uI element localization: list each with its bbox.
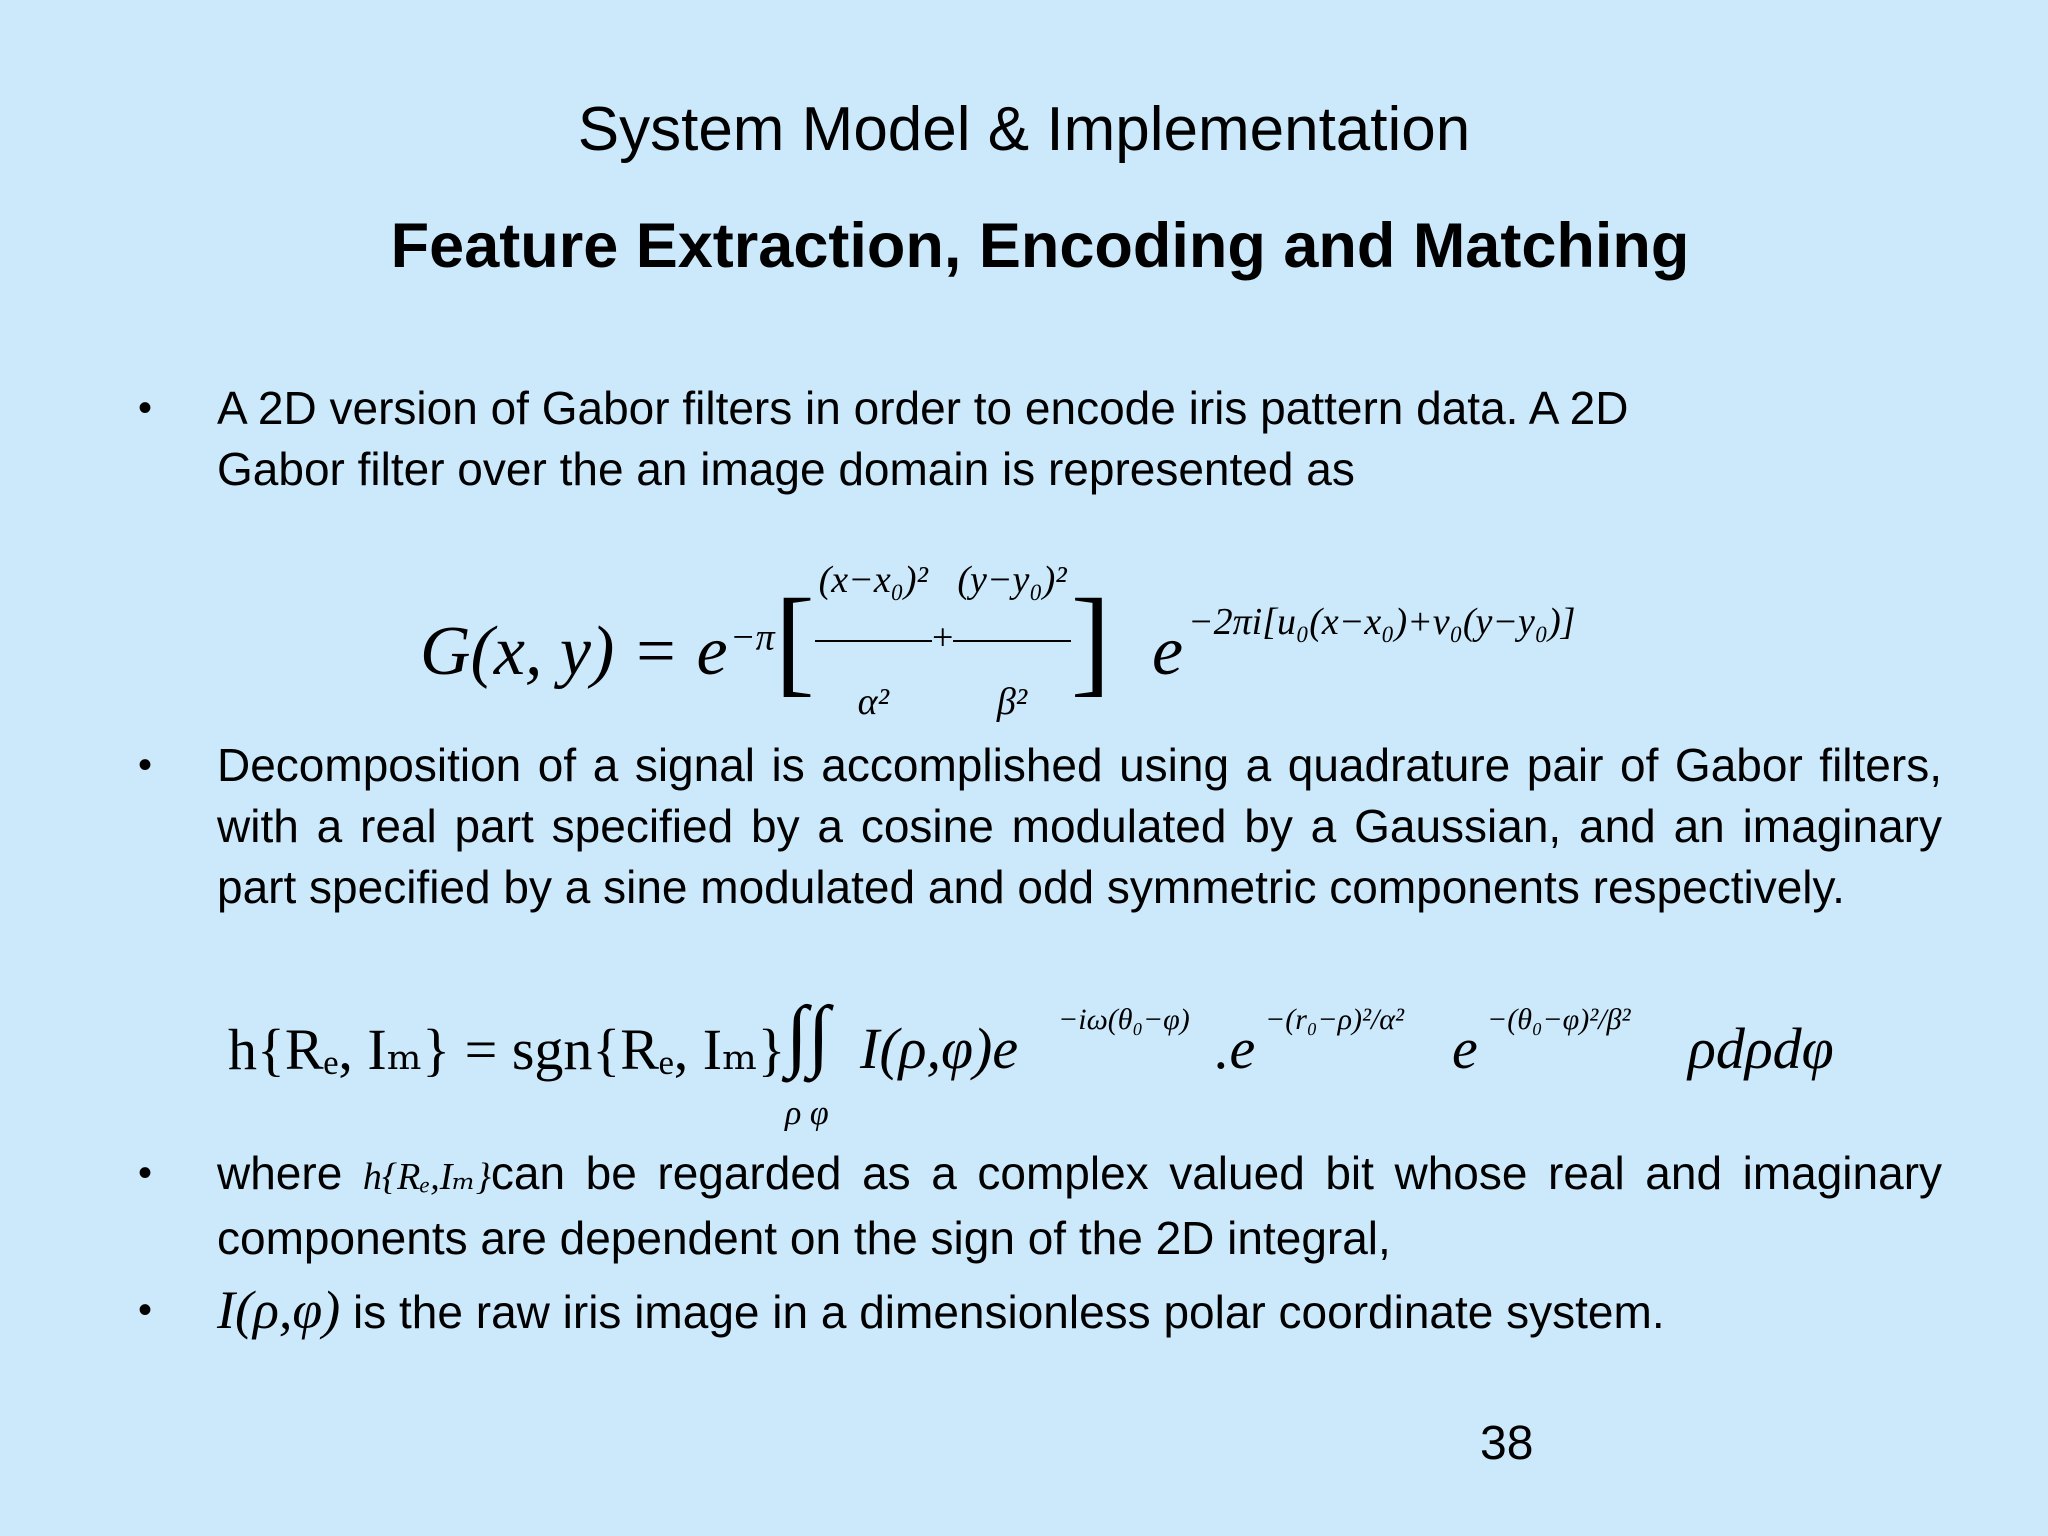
slide-subtitle: Feature Extraction, Encoding and Matchin… xyxy=(390,211,1690,281)
gabor-exponent-2: −2πi[u₀(x−x₀)+v₀(y−y₀)] xyxy=(1188,601,1576,643)
bullet-1-line-1: A 2D version of Gabor filters in order t… xyxy=(217,382,1629,434)
bracket-close: ] xyxy=(1070,574,1111,707)
bullet-1-line-2: Gabor filter over the an image domain is… xyxy=(217,443,1355,495)
h-e3: e xyxy=(1452,1016,1478,1081)
h-exponent-2: −(r₀−ρ)²/α² xyxy=(1265,1003,1405,1036)
bullet-2-text: Decomposition of a signal is accomplishe… xyxy=(217,739,1942,913)
bullet-3-text: where h{Rₑ,Iₘ}can be regarded as a compl… xyxy=(217,1143,1942,1269)
gabor-frac-1: (x−x₀)² α² xyxy=(814,520,932,762)
gabor-e2: e xyxy=(1152,613,1184,690)
gabor-frac1-num: (x−x₀)² xyxy=(814,520,932,642)
bullet-1-text: A 2D version of Gabor filters in order t… xyxy=(217,378,1942,500)
gabor-frac2-num: (y−y₀)² xyxy=(953,520,1071,642)
bullet-marker: • xyxy=(138,1151,153,1195)
bracket-open: [ xyxy=(774,574,815,707)
bullet-3-prefix: where xyxy=(217,1147,343,1199)
h-lhs: h{Rₑ, Iₘ} = sgn{Rₑ, Iₘ} xyxy=(228,1017,786,1082)
gabor-frac2-den: β² xyxy=(996,681,1028,723)
page-number: 38 xyxy=(1480,1417,1534,1470)
bullet-4-body: is the raw iris image in a dimensionless… xyxy=(353,1286,1665,1338)
bullet-marker: • xyxy=(138,386,153,430)
gabor-frac-2: (y−y₀)² β² xyxy=(953,520,1071,762)
gabor-exponent-1: −π[(x−x₀)² α² +(y−y₀)² β²] xyxy=(730,520,1111,762)
inline-I-symbol: I(ρ,φ) xyxy=(217,1280,341,1340)
h-exponent-3: −(θ₀−φ)²/β² xyxy=(1487,1003,1631,1036)
h-dot-e: .e xyxy=(1215,1016,1256,1081)
slide-title: System Model & Implementation xyxy=(577,95,1471,164)
bullet-3-body: can be regarded as a complex valued bit … xyxy=(217,1147,1943,1264)
h-tail: ρdρdφ xyxy=(1688,1016,1834,1081)
h-exponent-1: −iω(θ₀−φ) xyxy=(1058,1003,1190,1036)
gabor-exp1-prefix: −π xyxy=(730,616,775,659)
h-limits: ρ φ xyxy=(785,1095,829,1132)
gabor-plus: + xyxy=(931,616,954,659)
gabor-lhs: G(x, y) = e xyxy=(420,613,728,690)
gabor-frac1-den: α² xyxy=(857,681,889,723)
bullet-marker: • xyxy=(138,743,153,787)
bullet-marker: • xyxy=(138,1288,153,1332)
inline-h-symbol: h{Rₑ,Iₘ} xyxy=(362,1156,491,1198)
bullet-4-text: I(ρ,φ) is the raw iris image in a dimens… xyxy=(217,1280,1942,1343)
h-integral: ∫∫ xyxy=(786,991,830,1079)
h-integrand: I(ρ,φ)e xyxy=(860,1016,1019,1081)
